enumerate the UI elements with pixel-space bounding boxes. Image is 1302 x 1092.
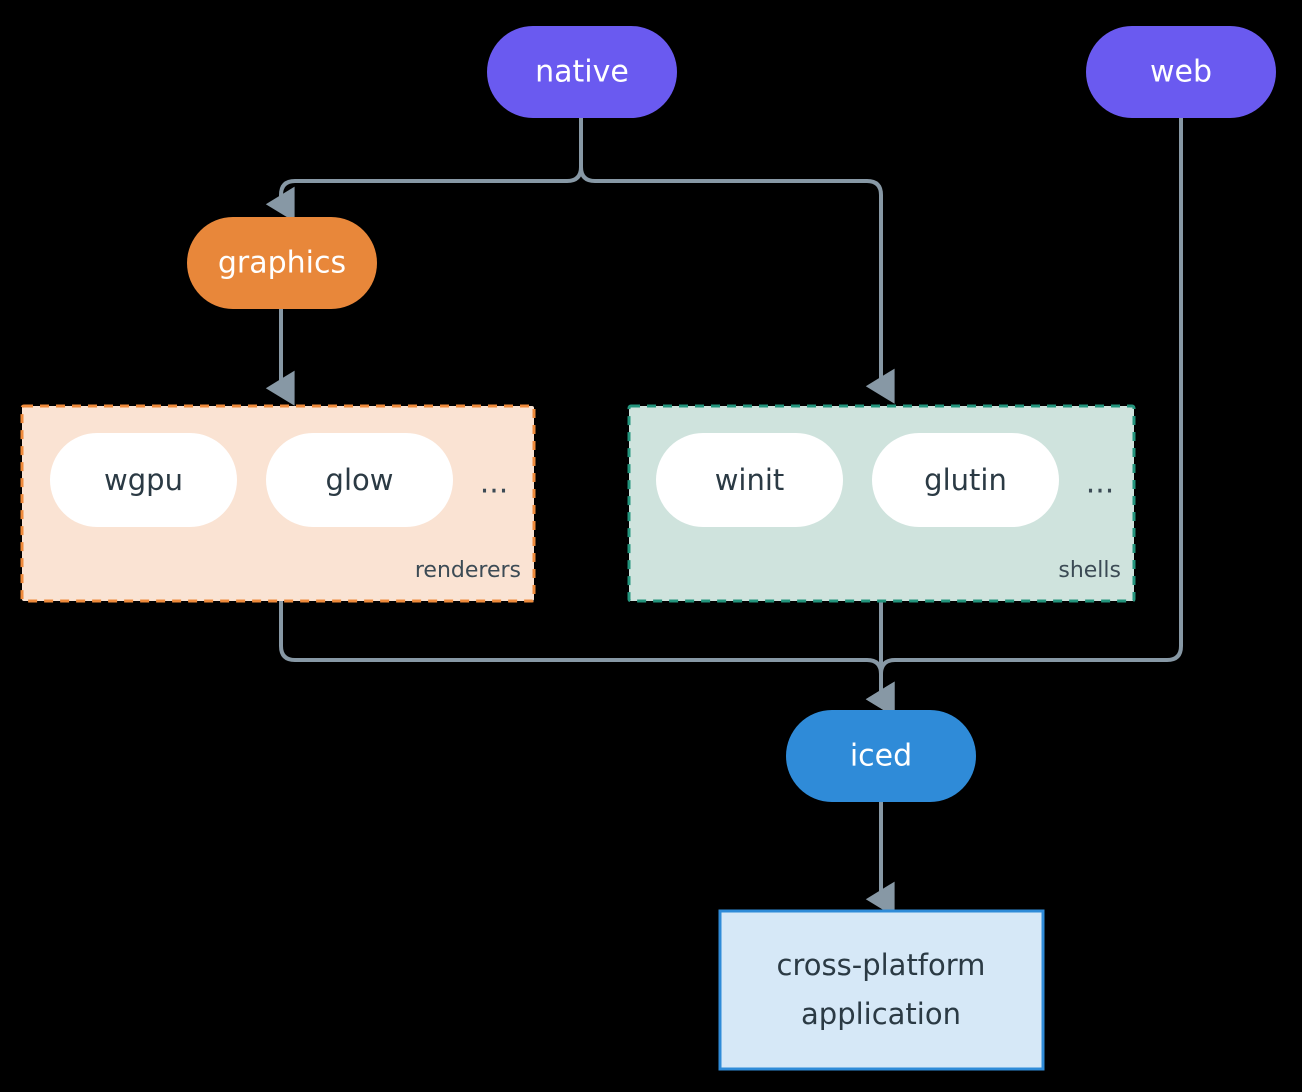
edge-layer bbox=[265, 118, 1183, 917]
renderers-item-glow-pill bbox=[266, 433, 453, 527]
renderers-group-label: renderers bbox=[415, 558, 521, 583]
edge-native-to-shells bbox=[579, 118, 895, 404]
shells-item-glutin-pill bbox=[872, 433, 1059, 527]
group-renderers: wgpu glow ... renderers bbox=[20, 404, 536, 603]
renderers-item-wgpu-label: wgpu bbox=[104, 463, 183, 497]
node-iced[interactable]: iced bbox=[786, 710, 976, 802]
node-graphics[interactable]: graphics bbox=[187, 217, 377, 309]
node-application-label-line2: application bbox=[801, 997, 961, 1031]
shells-item-winit-label: winit bbox=[715, 463, 785, 497]
shells-item-glutin-label: glutin bbox=[924, 463, 1007, 497]
node-web[interactable]: web bbox=[1086, 26, 1276, 118]
edge-renderers-to-iced bbox=[279, 601, 895, 717]
shells-overflow-ellipsis: ... bbox=[1086, 466, 1115, 501]
edge-native-to-graphics bbox=[265, 118, 583, 222]
renderers-item-glow[interactable]: glow bbox=[266, 433, 453, 527]
shells-group-label: shells bbox=[1058, 558, 1121, 583]
renderers-item-wgpu-pill bbox=[50, 433, 237, 527]
node-graphics-shape bbox=[187, 217, 377, 309]
node-application-label-line1: cross-platform bbox=[777, 948, 986, 982]
renderers-item-wgpu[interactable]: wgpu bbox=[50, 433, 237, 527]
group-shells: winit glutin ... shells bbox=[627, 404, 1136, 603]
node-graphics-label: graphics bbox=[218, 246, 346, 281]
edge-web-to-iced bbox=[865, 118, 1183, 717]
node-native-shape bbox=[487, 26, 677, 118]
node-application[interactable]: cross-platform application bbox=[718, 909, 1045, 1071]
node-iced-shape bbox=[786, 710, 976, 802]
node-native-label: native bbox=[535, 55, 629, 90]
node-native[interactable]: native bbox=[487, 26, 677, 118]
node-web-label: web bbox=[1150, 55, 1212, 90]
shells-item-glutin[interactable]: glutin bbox=[872, 433, 1059, 527]
renderers-item-glow-label: glow bbox=[326, 463, 394, 497]
node-iced-label: iced bbox=[850, 739, 912, 774]
shells-item-winit[interactable]: winit bbox=[656, 433, 843, 527]
shells-item-winit-pill bbox=[656, 433, 843, 527]
renderers-overflow-ellipsis: ... bbox=[480, 466, 509, 501]
node-web-shape bbox=[1086, 26, 1276, 118]
node-application-shape bbox=[718, 909, 1045, 1071]
